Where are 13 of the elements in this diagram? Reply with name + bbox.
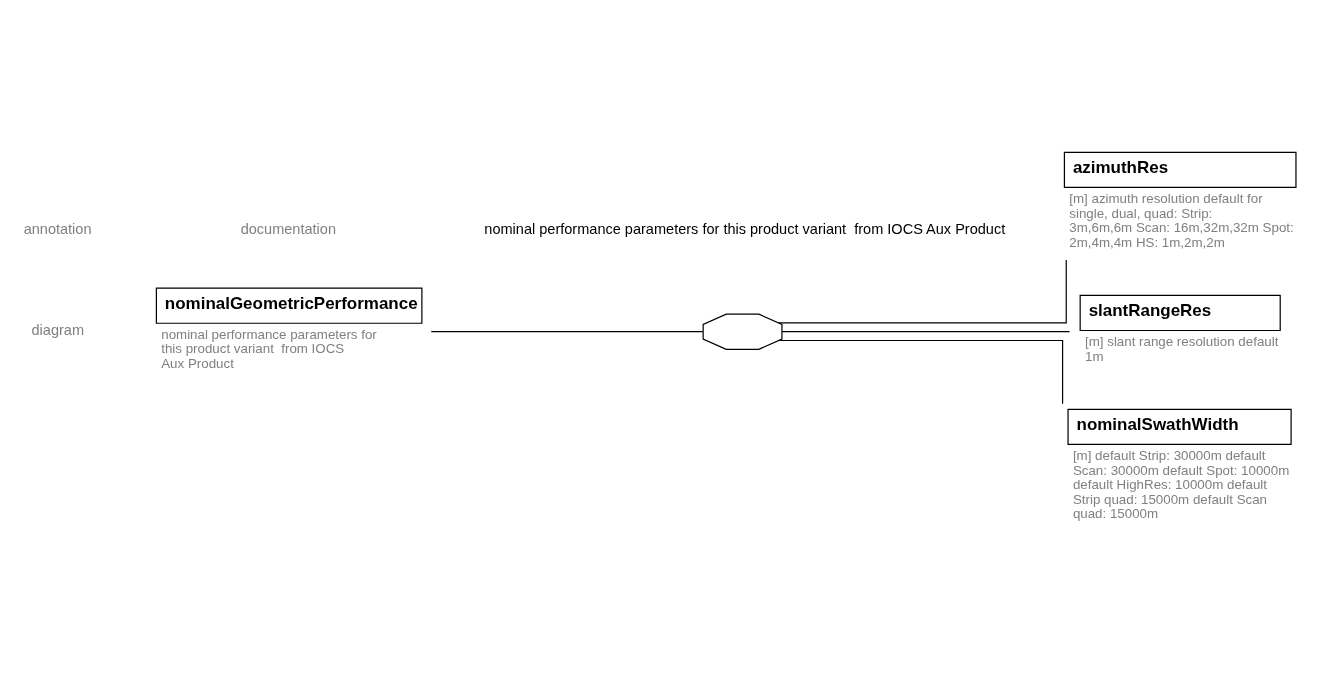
node-label: [m] slant range resolution default 1m — [1085, 333, 1279, 364]
connector — [778, 339, 1064, 404]
label: diagram — [31, 321, 85, 338]
connector — [778, 258, 1067, 324]
label: documentation — [240, 220, 336, 237]
node-octagon — [702, 313, 783, 350]
node-label: nominal performance parameters for this product variant from IOCS Aux Product — [161, 326, 377, 371]
node-label: [m] azimuth resolution default for single, dual, quad: Strip: 3m,6m,6m Scan: 16m,32m,32m Spot: 2m,4m,4m HS: 1m,2m,2m — [1069, 190, 1294, 250]
label: annotation — [23, 220, 92, 237]
connector — [781, 330, 1071, 332]
label: nominal performance parameters for this product variant from IOCS Aux Product — [484, 220, 1006, 237]
node-label: [m] default Strip: 30000m default Scan: 30000m default Spot: 10000m default HighRes: 10000m default Strip quad: 15000m default Scan quad: 15000m — [1072, 447, 1290, 521]
connector — [430, 330, 704, 332]
